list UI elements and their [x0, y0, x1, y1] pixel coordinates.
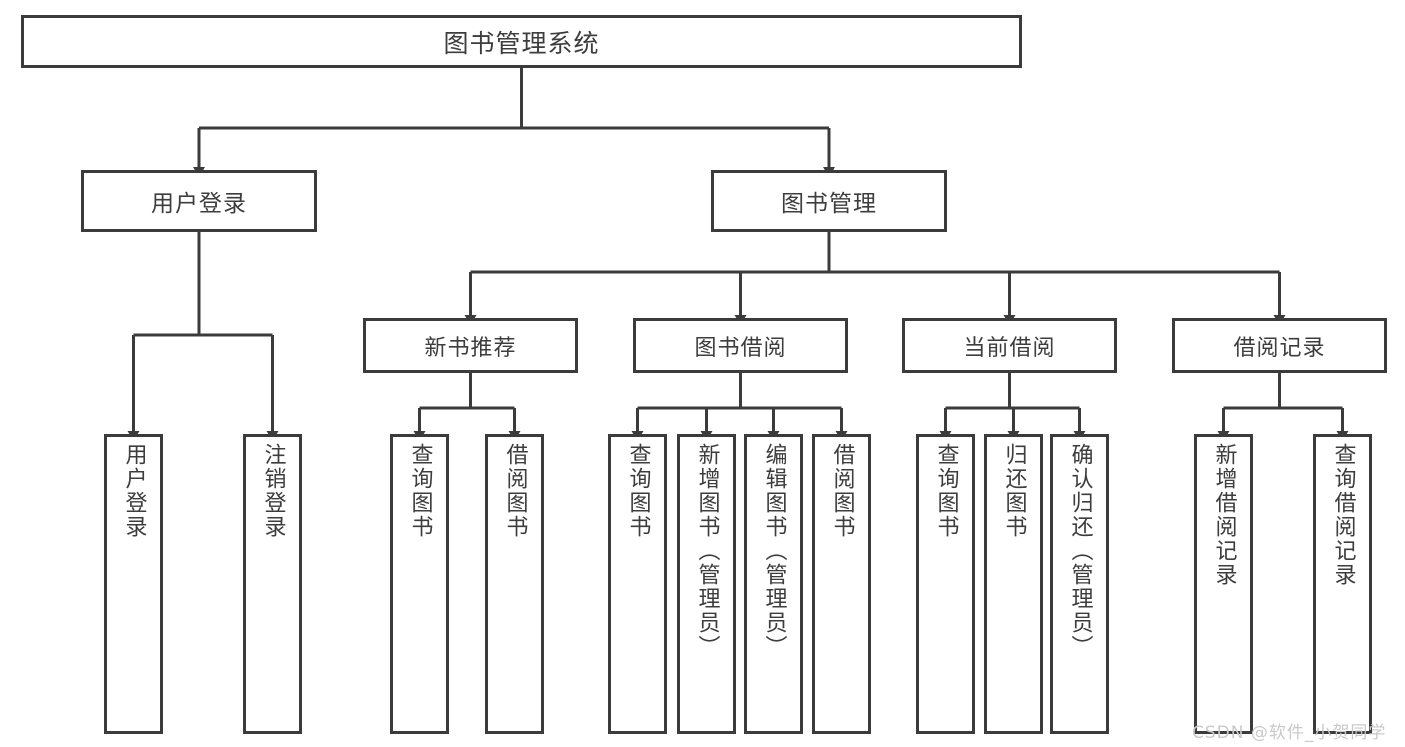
node-borrow[interactable]: 图书借阅 — [633, 318, 848, 373]
node-label: 编辑图书（管理员） — [761, 443, 787, 659]
node-label: 查询图书 — [933, 443, 959, 539]
node-leaf-12[interactable]: 新增借阅记录 — [1194, 434, 1253, 734]
node-label: 查询借阅记录 — [1330, 443, 1356, 587]
node-label: 用户登录 — [121, 443, 147, 539]
node-leaf-6[interactable]: 新增图书（管理员） — [677, 434, 736, 734]
node-label: 借阅图书 — [502, 443, 528, 539]
node-label: 查询图书 — [407, 443, 433, 539]
node-label: 归还图书 — [1001, 443, 1027, 539]
node-leaf-2[interactable]: 注销登录 — [243, 434, 302, 734]
node-label: 当前借阅 — [963, 335, 1056, 361]
node-label: 借阅图书 — [829, 443, 855, 539]
node-label: 注销登录 — [260, 443, 286, 539]
node-label: 图书管理 — [781, 191, 877, 217]
node-current[interactable]: 当前借阅 — [902, 318, 1117, 373]
node-leaf-4[interactable]: 借阅图书 — [485, 434, 544, 734]
node-label: 用户登录 — [151, 191, 247, 217]
node-label: 借阅记录 — [1233, 335, 1326, 361]
node-login[interactable]: 用户登录 — [81, 170, 317, 232]
node-label: 确认归还（管理员） — [1067, 443, 1093, 659]
node-label: 新增图书（管理员） — [694, 443, 720, 659]
node-root[interactable]: 图书管理系统 — [21, 15, 1022, 68]
node-leaf-3[interactable]: 查询图书 — [390, 434, 449, 734]
node-leaf-7[interactable]: 编辑图书（管理员） — [744, 434, 803, 734]
node-label: 图书借阅 — [694, 335, 787, 361]
node-leaf-9[interactable]: 查询图书 — [916, 434, 975, 734]
node-leaf-13[interactable]: 查询借阅记录 — [1313, 434, 1372, 734]
node-leaf-5[interactable]: 查询图书 — [608, 434, 667, 734]
node-bookmgmt[interactable]: 图书管理 — [711, 170, 947, 232]
node-records[interactable]: 借阅记录 — [1172, 318, 1387, 373]
node-leaf-8[interactable]: 借阅图书 — [812, 434, 871, 734]
node-label: 新增借阅记录 — [1211, 443, 1237, 587]
csdn-watermark: CSDN @软件_小贺同学 — [1192, 723, 1387, 743]
node-newbook[interactable]: 新书推荐 — [363, 318, 578, 373]
node-label: 图书管理系统 — [443, 28, 600, 58]
node-leaf-1[interactable]: 用户登录 — [104, 434, 163, 734]
node-leaf-11[interactable]: 确认归还（管理员） — [1050, 434, 1109, 734]
node-label: 查询图书 — [625, 443, 651, 539]
node-label: 新书推荐 — [424, 335, 517, 361]
node-leaf-10[interactable]: 归还图书 — [984, 434, 1043, 734]
